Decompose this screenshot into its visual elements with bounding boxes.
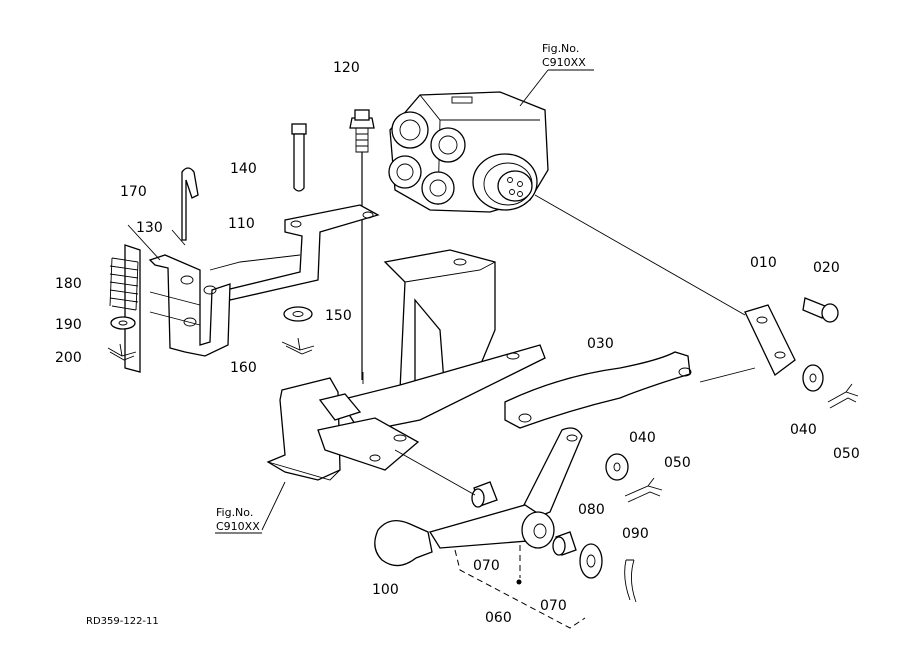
shaft-060 xyxy=(428,504,586,629)
clip-090 xyxy=(624,559,637,603)
pin-140 xyxy=(291,123,307,192)
label-030: 030 xyxy=(587,336,614,352)
label-040-center: 040 xyxy=(629,430,656,446)
washer-090-flat xyxy=(579,543,603,579)
label-140: 140 xyxy=(230,161,257,177)
washer-150 xyxy=(283,306,313,322)
washer-040-center xyxy=(605,453,629,481)
lever-170 xyxy=(181,167,199,241)
fig-ref-top-line1: Fig.No. xyxy=(542,42,579,55)
part-labels: 010 020 030 040 040 050 050 060 070 070 … xyxy=(55,60,860,626)
clip-200 xyxy=(107,343,137,361)
fig-ref-bottom: Fig.No. C910XX xyxy=(216,506,260,533)
spring-180 xyxy=(109,257,139,311)
fig-ref-top: Fig.No. C910XX xyxy=(542,42,586,69)
label-100: 100 xyxy=(372,582,399,598)
bushing-070-right xyxy=(552,531,577,556)
label-070-right: 070 xyxy=(540,598,567,614)
label-150: 150 xyxy=(325,308,352,324)
label-110: 110 xyxy=(228,216,255,232)
fig-ref-bottom-line2: C910XX xyxy=(216,520,260,533)
clip-050-center xyxy=(624,477,663,503)
plate-010 xyxy=(744,304,796,376)
label-040-right: 040 xyxy=(790,422,817,438)
label-080: 080 xyxy=(578,502,605,518)
label-170: 170 xyxy=(120,184,147,200)
bushing-070-left xyxy=(471,481,498,508)
label-050-center: 050 xyxy=(664,455,691,471)
label-190: 190 xyxy=(55,317,82,333)
arm-030 xyxy=(504,351,692,429)
clip-050-right xyxy=(827,383,859,409)
fig-ref-bottom-line1: Fig.No. xyxy=(216,506,253,519)
label-070-left: 070 xyxy=(473,558,500,574)
label-060: 060 xyxy=(485,610,512,626)
lever-080 xyxy=(523,427,583,521)
clip-160 xyxy=(281,337,315,355)
washer-040-right xyxy=(802,364,824,392)
washer-190 xyxy=(110,316,136,330)
bolt-020 xyxy=(802,297,839,323)
knob-100 xyxy=(374,519,433,567)
label-020: 020 xyxy=(813,260,840,276)
steering-valve-unit xyxy=(388,91,549,213)
bolt-120 xyxy=(349,109,375,380)
label-130: 130 xyxy=(136,220,163,236)
label-010: 010 xyxy=(750,255,777,271)
label-050-right: 050 xyxy=(833,446,860,462)
label-160: 160 xyxy=(230,360,257,376)
base-bracket xyxy=(266,249,546,481)
label-200: 200 xyxy=(55,350,82,366)
label-120: 120 xyxy=(333,60,360,76)
leader-lines xyxy=(127,69,756,534)
drawing-code: RD359-122-11 xyxy=(86,616,159,627)
label-180: 180 xyxy=(55,276,82,292)
label-090: 090 xyxy=(622,526,649,542)
bracket-130 xyxy=(124,244,231,373)
fig-ref-top-line2: C910XX xyxy=(542,56,586,69)
